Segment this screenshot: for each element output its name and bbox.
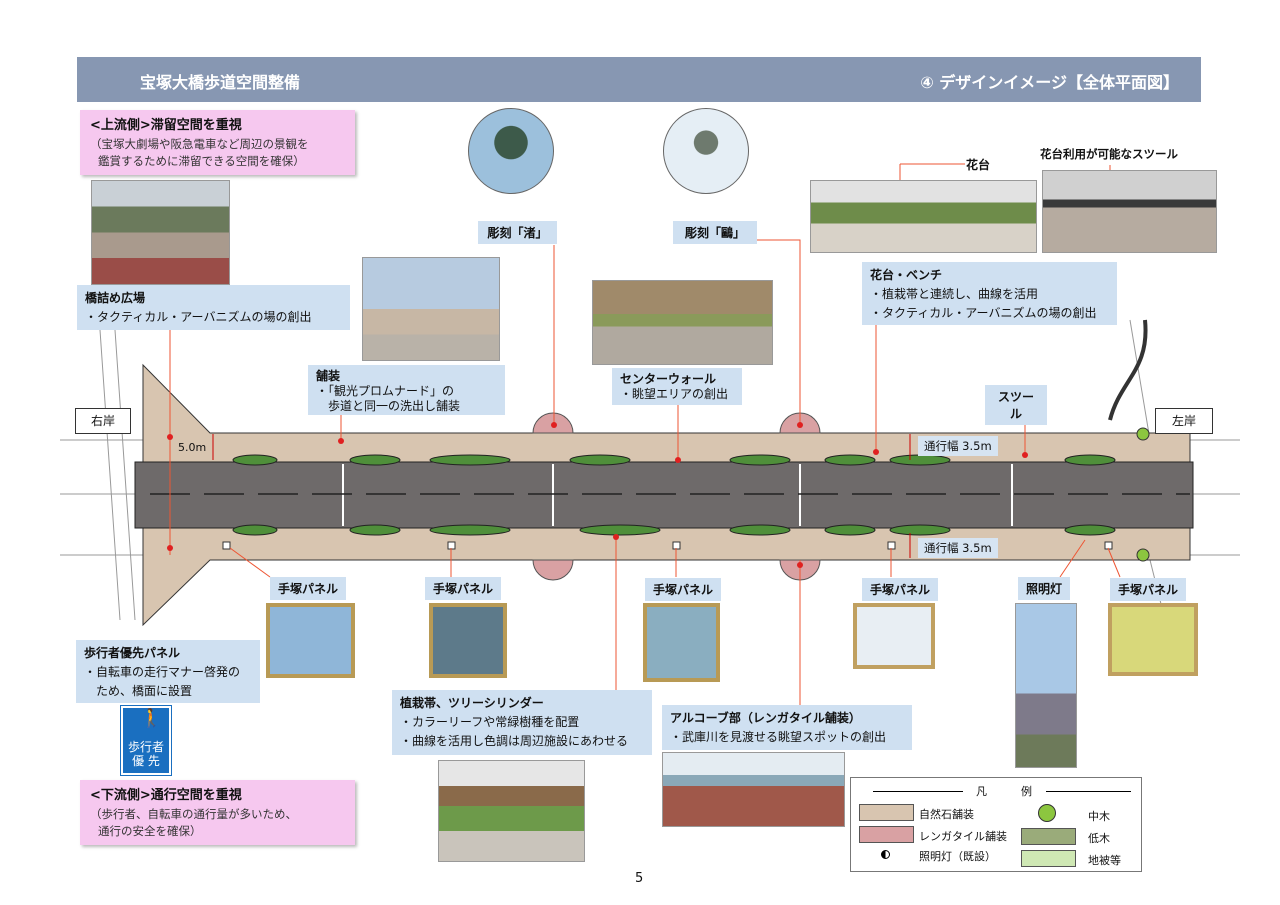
upstream-desc: 鑑賞するために滞留できる空間を確保） bbox=[98, 154, 305, 168]
legend-item: 地被等 bbox=[1088, 854, 1121, 867]
section-title: ④ デザインイメージ【全体平面図】 bbox=[920, 73, 1179, 92]
bench-title: 花台・ベンチ bbox=[870, 268, 943, 282]
tezuka-panel-label: 手塚パネル bbox=[862, 578, 939, 601]
legend-item: 自然石舗装 bbox=[919, 808, 974, 821]
left-bank-label: 左岸 bbox=[1155, 408, 1213, 434]
sign-text: 優 先 bbox=[132, 754, 160, 768]
legend-title: 例 bbox=[1021, 785, 1032, 798]
bench-item: ・タクティカル・アーバニズムの場の創出 bbox=[870, 306, 1097, 320]
downstream-desc: （歩行者、自転車の通行量が多いため、 bbox=[90, 807, 297, 821]
bench-note: 花台・ベンチ ・植栽帯と連続し、曲線を活用 ・タクティカル・アーバニズムの場の創… bbox=[862, 262, 1117, 325]
bottom-width-label: 通行幅 3.5m bbox=[918, 538, 998, 558]
sculpture-nagisa-label: 彫刻「渚」 bbox=[478, 221, 557, 244]
plaza-item: ・タクティカル・アーバニズムの場の創出 bbox=[85, 310, 312, 324]
plaza-width-label: 5.0m bbox=[178, 441, 207, 454]
tezuka-panel-label: 手塚パネル bbox=[270, 577, 347, 600]
tezuka-panel-label: 手塚パネル bbox=[425, 577, 502, 600]
planting-note: 植栽帯、ツリーシリンダー ・カラーリーフや常緑樹種を配置 ・曲線を活用し色調は周… bbox=[392, 690, 652, 755]
ped-panel-item: ため、橋面に設置 bbox=[96, 684, 193, 698]
paving-title: 舗装 bbox=[316, 369, 341, 383]
sculpture-nagisa-photo bbox=[468, 108, 554, 194]
legend-item: 照明灯（既設） bbox=[919, 850, 996, 863]
stone-swatch bbox=[859, 804, 914, 821]
paving-item: 歩道と同一の洗出し舗装 bbox=[328, 399, 461, 413]
legend-item: 低木 bbox=[1088, 832, 1110, 845]
planting-title: 植栽帯、ツリーシリンダー bbox=[400, 696, 544, 710]
ped-panel-title: 歩行者優先パネル bbox=[84, 646, 181, 660]
tezuka-panel-label: 手塚パネル bbox=[1110, 578, 1187, 601]
center-wall-photo bbox=[592, 280, 773, 365]
downstream-desc: 通行の安全を確保） bbox=[98, 824, 202, 838]
page-title: 宝塚大橋歩道空間整備 bbox=[140, 73, 301, 92]
flower-stand-photo bbox=[810, 180, 1037, 253]
right-bank-label: 右岸 bbox=[75, 408, 131, 434]
legend: 凡 例 自然石舗装 レンガタイル舗装 照明灯（既設） 中木 低木 地被等 bbox=[850, 777, 1142, 872]
planting-item: ・曲線を活用し色調は周辺施設にあわせる bbox=[400, 734, 629, 748]
upstream-note: <上流側>滞留空間を重視 （宝塚大劇場や阪急電車など周辺の景観を 鑑賞するために… bbox=[80, 110, 355, 175]
page-number: 5 bbox=[635, 871, 644, 886]
stool-photo-label: 花台利用が可能なスツール bbox=[1040, 147, 1178, 161]
tezuka-panel-label: 手塚パネル bbox=[645, 578, 722, 601]
header-bar: 宝塚大橋歩道空間整備 ④ デザインイメージ【全体平面図】 bbox=[77, 57, 1201, 102]
light-icon bbox=[881, 850, 890, 859]
ped-panel-item: ・自転車の走行マナー啓発の bbox=[84, 665, 241, 679]
center-wall-item: ・眺望エリアの創出 bbox=[620, 387, 729, 401]
downstream-title: <下流側>通行空間を重視 bbox=[90, 788, 242, 803]
legend-item: レンガタイル舗装 bbox=[919, 830, 1007, 843]
paving-item: ・「観光プロムナード」の bbox=[316, 384, 455, 398]
tezuka-panel-photo bbox=[643, 603, 720, 682]
lighting-label: 照明灯 bbox=[1018, 577, 1071, 600]
alcove-item: ・武庫川を見渡せる眺望スポットの創出 bbox=[670, 730, 887, 744]
low-tree-swatch bbox=[1021, 828, 1076, 845]
tezuka-panel-photo bbox=[266, 603, 355, 678]
flower-stand-label: 花台 bbox=[966, 158, 991, 172]
legend-title: 凡 bbox=[976, 785, 987, 798]
lighting-photo bbox=[1015, 603, 1077, 768]
center-wall-title: センターウォール bbox=[620, 372, 717, 386]
stool-label: スツール bbox=[985, 385, 1047, 425]
paving-note: 舗装 ・「観光プロムナード」の 歩道と同一の洗出し舗装 bbox=[308, 365, 505, 415]
alcove-title: アルコーブ部（レンガタイル舗装） bbox=[670, 711, 861, 725]
upstream-title: <上流側>滞留空間を重視 bbox=[90, 118, 242, 133]
plaza-title: 橋詰め広場 bbox=[85, 291, 146, 305]
planting-photo bbox=[438, 760, 585, 862]
upstream-desc: （宝塚大劇場や阪急電車など周辺の景観を bbox=[90, 137, 309, 151]
planting-strips bbox=[232, 454, 1116, 536]
top-width-label: 通行幅 3.5m bbox=[918, 436, 998, 456]
tezuka-panel-photo bbox=[1108, 603, 1198, 676]
groundcover-swatch bbox=[1021, 850, 1076, 867]
sign-text: 歩行者 bbox=[127, 740, 164, 754]
center-wall-note: センターウォール ・眺望エリアの創出 bbox=[612, 368, 742, 405]
brick-swatch bbox=[859, 826, 914, 843]
ped-panel-note: 歩行者優先パネル ・自転車の走行マナー啓発の ため、橋面に設置 bbox=[76, 640, 260, 703]
sculpture-kamome-label: 彫刻「鷗」 bbox=[673, 221, 757, 244]
paving-photo bbox=[362, 257, 500, 361]
tezuka-panel-photo bbox=[429, 603, 507, 678]
plaza-note: 橋詰め広場 ・タクティカル・アーバニズムの場の創出 bbox=[77, 285, 350, 330]
legend-item: 中木 bbox=[1088, 810, 1110, 823]
stool-photo bbox=[1042, 170, 1217, 253]
roadway bbox=[134, 461, 1194, 529]
pedestrian-priority-sign: 🚶 歩行者 優 先 bbox=[120, 705, 172, 776]
planting-item: ・カラーリーフや常緑樹種を配置 bbox=[400, 715, 580, 729]
tezuka-panel-photo bbox=[853, 603, 935, 669]
alcove-photo bbox=[662, 752, 845, 827]
alcove-note: アルコーブ部（レンガタイル舗装） ・武庫川を見渡せる眺望スポットの創出 bbox=[662, 705, 912, 750]
medium-tree-icon bbox=[1038, 804, 1056, 822]
bench-item: ・植栽帯と連続し、曲線を活用 bbox=[870, 287, 1039, 301]
sculpture-kamome-photo bbox=[663, 108, 749, 194]
pedestrian-icon: 🚶 bbox=[140, 708, 163, 729]
plaza-photo bbox=[91, 180, 230, 285]
downstream-note: <下流側>通行空間を重視 （歩行者、自転車の通行量が多いため、 通行の安全を確保… bbox=[80, 780, 355, 845]
